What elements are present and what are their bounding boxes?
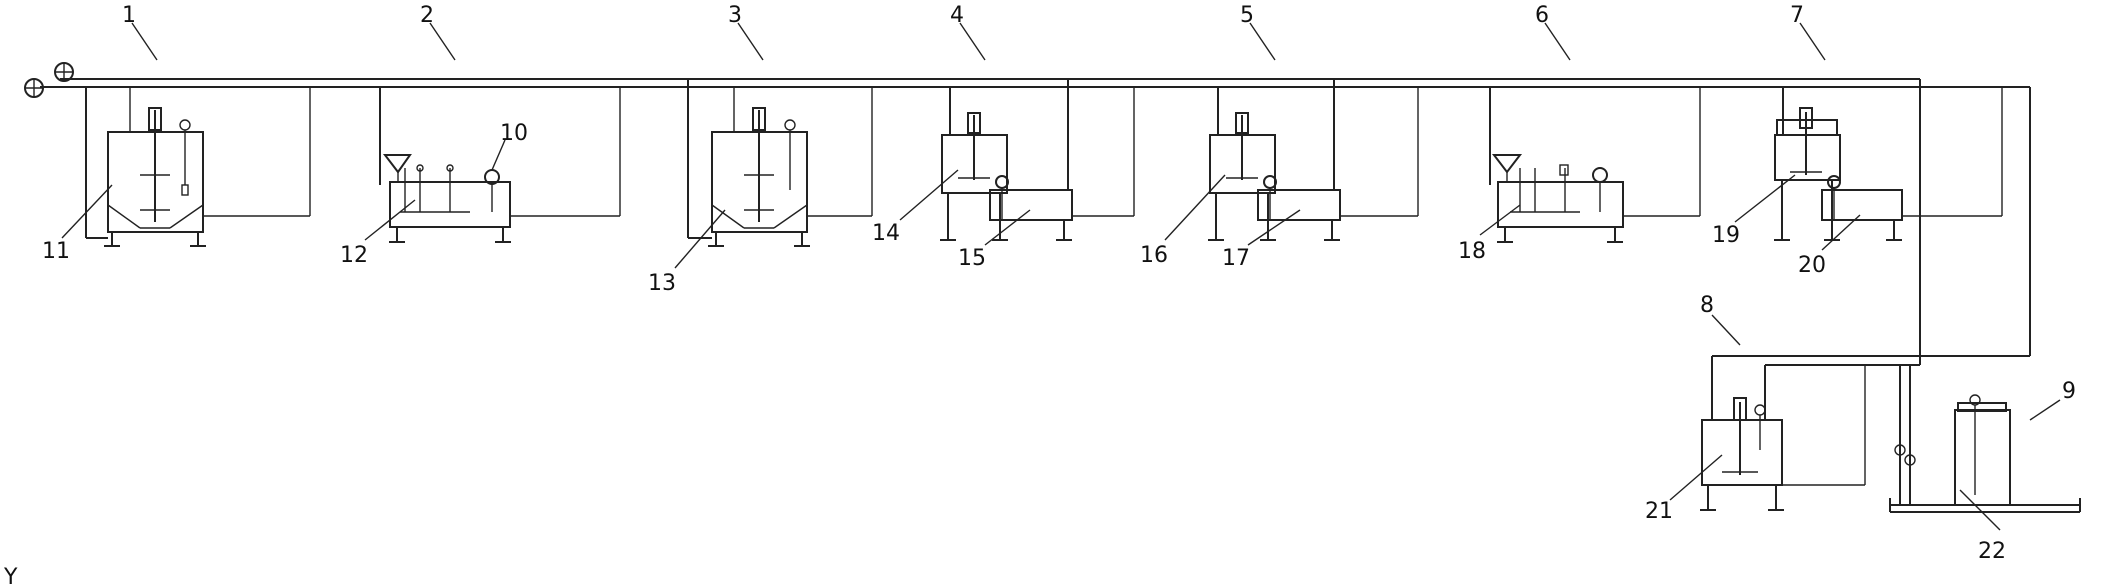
callout-4: 4	[950, 3, 964, 28]
callout-14: 14	[872, 221, 900, 246]
main-header-pipe	[40, 78, 2031, 420]
callout-5: 5	[1240, 3, 1254, 28]
callout-6: 6	[1535, 3, 1549, 28]
horizontal-tank-12	[379, 87, 621, 243]
callout-22: 22	[1978, 539, 2006, 564]
callout-8: 8	[1700, 293, 1714, 318]
callout-9: 9	[2062, 379, 2076, 404]
callout-17: 17	[1222, 246, 1250, 271]
tank-13	[687, 79, 873, 247]
callout-19: 19	[1712, 223, 1740, 248]
callout-18: 18	[1458, 239, 1486, 264]
tank-11	[85, 87, 311, 247]
callout-labels: 1 2 3 4 5 6 7 8 9 10 11 12 13 14 15 16 1…	[3, 3, 2076, 588]
tank-20	[1821, 87, 2003, 241]
tank-19	[1774, 87, 1841, 241]
leader-lines	[61, 22, 2061, 531]
callout-15: 15	[958, 246, 986, 271]
callout-1: 1	[122, 3, 136, 28]
callout-21: 21	[1645, 499, 1673, 524]
tank-17	[1257, 79, 1419, 241]
callout-12: 12	[340, 243, 368, 268]
callout-3: 3	[728, 3, 742, 28]
unit-22	[1889, 365, 2081, 513]
tank-14	[940, 87, 1008, 241]
callout-20: 20	[1798, 253, 1826, 278]
callout-2: 2	[420, 3, 434, 28]
tank-16	[1208, 87, 1276, 241]
callout-7: 7	[1790, 3, 1804, 28]
inlet-pump-icon	[24, 62, 74, 98]
callout-16: 16	[1140, 243, 1168, 268]
tank-15	[989, 79, 1135, 241]
tank-21	[1700, 365, 1866, 511]
horizontal-tank-18	[1489, 87, 1701, 243]
callout-11: 11	[42, 239, 70, 264]
callout-10: 10	[500, 121, 528, 146]
callout-13: 13	[648, 271, 676, 296]
corner-mark: Y	[3, 565, 18, 588]
